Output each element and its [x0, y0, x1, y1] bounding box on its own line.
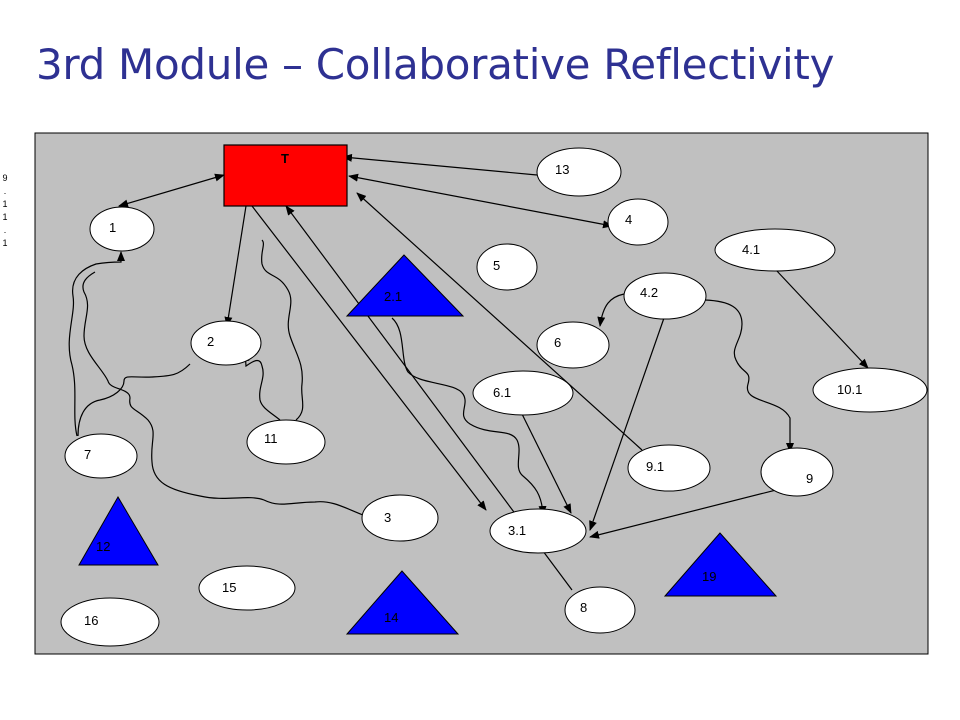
node-4-1 [714, 228, 836, 272]
node-4-label: 4 [625, 212, 632, 227]
node-4-2 [623, 272, 707, 320]
side-note-char: . [3, 186, 7, 196]
node-1 [89, 206, 155, 252]
triangle-14 [345, 570, 460, 635]
side-note-char: 1 [2, 199, 8, 209]
teacher-label: T [281, 151, 289, 166]
node-15-label: 15 [222, 580, 236, 595]
node-13-label: 13 [555, 162, 569, 177]
node-5 [476, 243, 538, 291]
triangle-19 [663, 532, 778, 597]
node-2 [190, 320, 262, 366]
arrow-6-1-3-1 [521, 413, 572, 514]
side-note-char: 1 [2, 238, 8, 248]
teacher-node: T [223, 144, 348, 207]
triangle-14-label: 14 [384, 610, 398, 625]
arrow-t-1 [118, 173, 225, 208]
node-11-label: 11 [264, 431, 278, 446]
node-13 [536, 147, 622, 197]
node-3-label: 3 [384, 510, 391, 525]
node-9-1-label: 9.1 [646, 459, 664, 474]
curve-11-t [260, 239, 304, 421]
node-3-1-label: 3.1 [508, 523, 526, 538]
arrow-4-1-10-1 [775, 269, 869, 369]
node-4-1-label: 4.1 [742, 242, 760, 257]
side-note-char: 1 [2, 212, 8, 222]
node-7 [64, 433, 138, 479]
arrow-13-t [342, 153, 538, 176]
ellipse-nodes: 1 2 3 3.1 4 4.1 4.2 5 6 6.1 7 8 9 9.1 10… [60, 147, 928, 647]
side-note: 9 . 1 1 . 1 [0, 172, 10, 250]
arrow-4-2-3-1 [589, 317, 665, 531]
node-5-label: 5 [493, 258, 500, 273]
triangle-nodes: 2.1 12 14 19 [78, 254, 778, 635]
node-16 [60, 597, 160, 647]
node-8-label: 8 [580, 600, 587, 615]
arrow-t-3-1 [251, 205, 487, 511]
slide-title: 3rd Module – Collaborative Reflectivity [36, 40, 835, 89]
node-9-1 [627, 444, 711, 492]
curve-4-2-9 [704, 299, 794, 453]
triangle-2-1-label: 2.1 [384, 289, 402, 304]
side-note-char: . [3, 225, 7, 235]
arrow-9-1-t [356, 192, 643, 451]
node-2-label: 2 [207, 334, 214, 349]
node-10-1-label: 10.1 [837, 382, 862, 397]
node-9 [760, 447, 834, 497]
node-15 [198, 565, 296, 611]
curve-7-1 [68, 251, 125, 437]
node-6-1 [472, 370, 574, 416]
node-9-label: 9 [806, 471, 813, 486]
arrow-9-3-1 [589, 487, 785, 539]
curve-2-1-3-1 [391, 317, 547, 516]
triangle-2-1 [345, 254, 465, 317]
node-3 [361, 494, 439, 542]
teacher-box [223, 144, 348, 207]
curve-7-2 [77, 363, 191, 437]
node-7-label: 7 [84, 447, 91, 462]
node-8 [564, 586, 636, 634]
node-6 [536, 321, 610, 369]
curve-4-2-6 [597, 293, 625, 327]
side-note-char: 9 [2, 173, 8, 183]
node-10-1 [812, 367, 928, 413]
node-4 [607, 198, 669, 246]
arrow-t-2 [224, 205, 247, 327]
arrow-t-4 [348, 173, 613, 229]
triangle-19-label: 19 [702, 569, 716, 584]
curve-3-1 [82, 271, 364, 516]
node-4-2-label: 4.2 [640, 285, 658, 300]
node-6-label: 6 [554, 335, 561, 350]
triangle-12 [78, 496, 159, 566]
curve-11-2 [241, 351, 281, 421]
node-1-label: 1 [109, 220, 116, 235]
node-16-label: 16 [84, 613, 98, 628]
triangle-12-label: 12 [96, 539, 110, 554]
node-3-1 [489, 508, 587, 554]
node-11 [246, 419, 326, 465]
node-6-1-label: 6.1 [493, 385, 511, 400]
